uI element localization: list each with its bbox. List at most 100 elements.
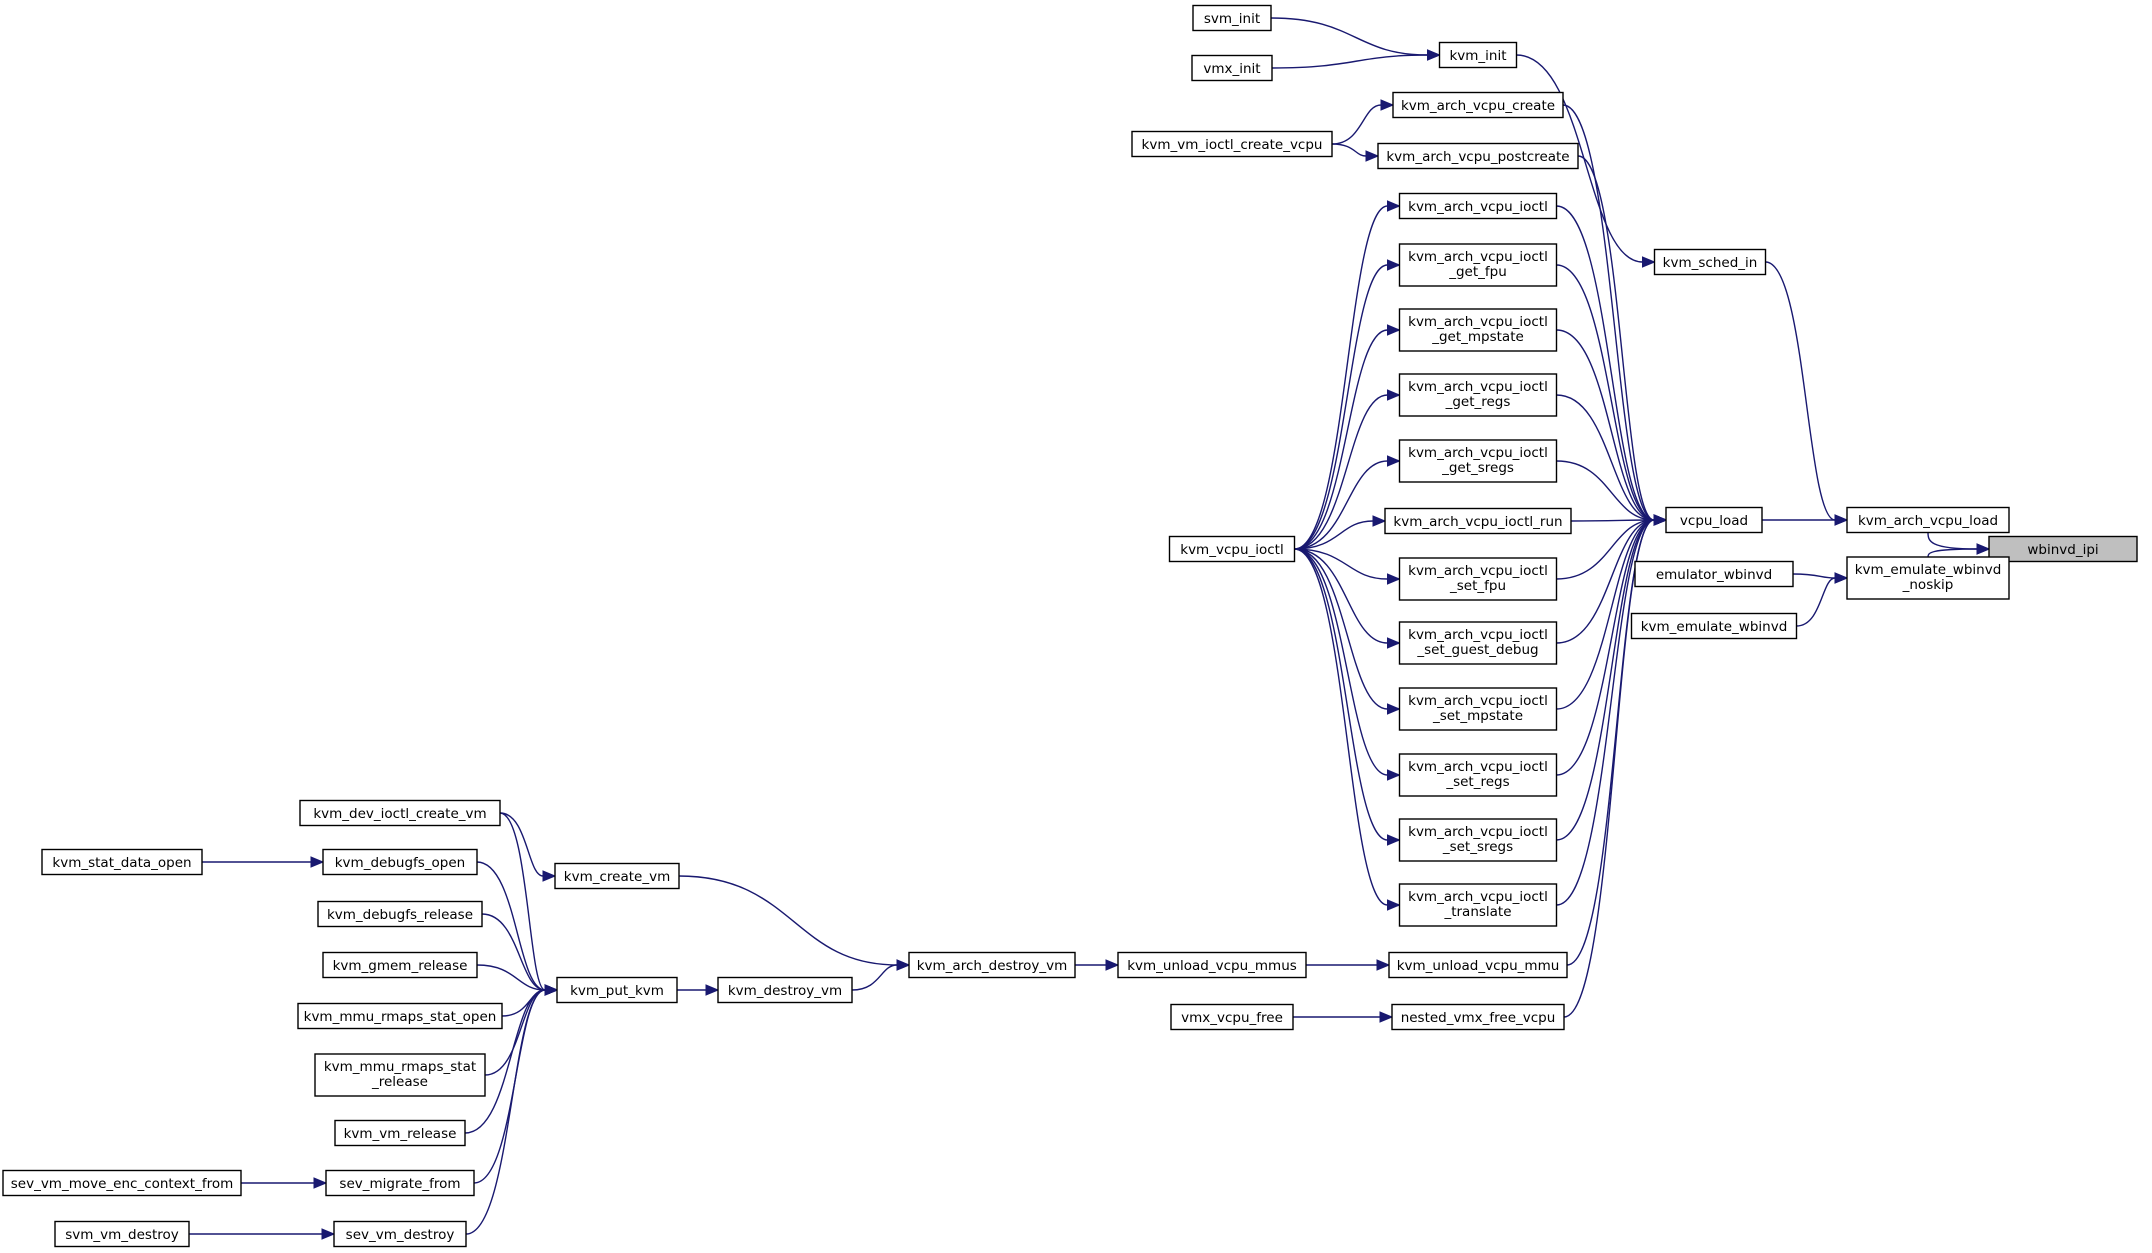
arrowhead-icon <box>1834 572 1849 584</box>
arrowhead-icon <box>1387 834 1401 846</box>
node-svm-init[interactable]: svm_init <box>1192 4 1272 32</box>
node-box <box>1630 612 1798 640</box>
node-label: _set_mpstate <box>1432 708 1523 724</box>
node-kvm-arch-destroy-vm[interactable]: kvm_arch_destroy_vm <box>908 951 1076 979</box>
node-kvm-vm-ioctl-create-vcpu[interactable]: kvm_vm_ioctl_create_vcpu <box>1131 130 1333 158</box>
edge-line <box>678 875 898 966</box>
node-kvm-arch-vcpu-ioctl-set-mpstate[interactable]: kvm_arch_vcpu_ioctl_set_mpstate <box>1398 687 1558 731</box>
edge-line <box>1294 548 1388 776</box>
node-label: kvm_mmu_rmaps_stat_open <box>304 1009 497 1025</box>
node-emulator-wbinvd[interactable]: emulator_wbinvd <box>1634 560 1794 588</box>
node-label: kvm_vm_release <box>344 1126 457 1142</box>
node-label: svm_init <box>1204 11 1260 27</box>
node-vcpu-load[interactable]: vcpu_load <box>1665 506 1763 534</box>
node-kvm-create-vm[interactable]: kvm_create_vm <box>554 862 680 890</box>
node-box <box>54 1220 190 1248</box>
arrowhead-icon <box>321 1228 336 1240</box>
node-sev-vm-move-enc-context-from[interactable]: sev_vm_move_enc_context_from <box>2 1169 242 1197</box>
node-box <box>322 951 478 979</box>
node-kvm-arch-vcpu-ioctl[interactable]: kvm_arch_vcpu_ioctl <box>1398 192 1558 220</box>
node-kvm-debugfs-open[interactable]: kvm_debugfs_open <box>322 848 478 876</box>
node-kvm-init[interactable]: kvm_init <box>1438 41 1518 69</box>
edge-line <box>1556 205 1655 521</box>
node-kvm-put-kvm[interactable]: kvm_put_kvm <box>556 976 678 1004</box>
node-kvm-debugfs-release[interactable]: kvm_debugfs_release <box>317 900 483 928</box>
node-box <box>322 848 478 876</box>
node-label: kvm_arch_vcpu_create <box>1401 98 1555 114</box>
edge-line <box>1294 520 1374 550</box>
edge-line <box>1562 104 1655 521</box>
edge-line <box>1294 548 1388 580</box>
node-label: vcpu_load <box>1680 513 1748 529</box>
node-label: kvm_create_vm <box>564 869 670 885</box>
node-label: kvm_arch_vcpu_ioctl <box>1408 314 1548 330</box>
node-box <box>1398 818 1558 862</box>
node-kvm-unload-vcpu-mmu[interactable]: kvm_unload_vcpu_mmu <box>1388 951 1568 979</box>
node-kvm-arch-vcpu-ioctl-get-sregs[interactable]: kvm_arch_vcpu_ioctl_get_sregs <box>1398 439 1558 483</box>
node-kvm-arch-vcpu-ioctl-get-regs[interactable]: kvm_arch_vcpu_ioctl_get_regs <box>1398 373 1558 417</box>
node-kvm-arch-vcpu-ioctl-translate[interactable]: kvm_arch_vcpu_ioctl_translate <box>1398 883 1558 927</box>
edge-kvm-vcpu-ioctl-to-kvm-arch-vcpu-ioctl <box>1294 200 1401 550</box>
node-kvm-arch-vcpu-ioctl-get-mpstate[interactable]: kvm_arch_vcpu_ioctl_get_mpstate <box>1398 308 1558 352</box>
edge-line <box>1331 104 1382 145</box>
edge-line <box>1294 264 1388 550</box>
edge-kvm-arch-vcpu-ioctl-get-fpu-to-vcpu-load <box>1556 264 1668 526</box>
node-vmx-vcpu-free[interactable]: vmx_vcpu_free <box>1170 1003 1294 1031</box>
node-vmx-init[interactable]: vmx_init <box>1191 54 1273 82</box>
node-kvm-arch-vcpu-create[interactable]: kvm_arch_vcpu_create <box>1392 91 1564 119</box>
edge-line <box>1271 54 1428 69</box>
node-kvm-arch-vcpu-ioctl-set-sregs[interactable]: kvm_arch_vcpu_ioctl_set_sregs <box>1398 818 1558 862</box>
node-kvm-arch-vcpu-ioctl-run[interactable]: kvm_arch_vcpu_ioctl_run <box>1384 507 1572 535</box>
node-label: kvm_destroy_vm <box>728 983 842 999</box>
node-label: vmx_init <box>1203 61 1260 77</box>
arrowhead-icon <box>1387 703 1401 715</box>
node-sev-migrate-from[interactable]: sev_migrate_from <box>325 1169 475 1197</box>
node-box <box>554 862 680 890</box>
node-kvm-arch-vcpu-load[interactable]: kvm_arch_vcpu_load <box>1846 506 2010 534</box>
edge-kvm-arch-vcpu-ioctl-get-sregs-to-vcpu-load <box>1556 460 1668 526</box>
node-kvm-vcpu-ioctl[interactable]: kvm_vcpu_ioctl <box>1168 535 1296 563</box>
node-kvm-vm-release[interactable]: kvm_vm_release <box>334 1119 466 1147</box>
edge-kvm-vcpu-ioctl-to-kvm-arch-vcpu-ioctl-set-guest-debug <box>1294 548 1401 649</box>
node-sev-vm-destroy[interactable]: sev_vm_destroy <box>333 1220 467 1248</box>
node-svm-vm-destroy[interactable]: svm_vm_destroy <box>54 1220 190 1248</box>
node-kvm-arch-vcpu-ioctl-set-fpu[interactable]: kvm_arch_vcpu_ioctl_set_fpu <box>1398 557 1558 601</box>
node-label: kvm_arch_vcpu_ioctl <box>1408 445 1548 461</box>
node-kvm-arch-vcpu-ioctl-set-guest-debug[interactable]: kvm_arch_vcpu_ioctl_set_guest_debug <box>1398 621 1558 665</box>
node-kvm-dev-ioctl-create-vm[interactable]: kvm_dev_ioctl_create_vm <box>299 799 501 827</box>
node-label: kvm_arch_destroy_vm <box>917 958 1068 974</box>
node-kvm-mmu-rmaps-stat-release[interactable]: kvm_mmu_rmaps_stat_release <box>314 1053 486 1097</box>
node-label: kvm_arch_vcpu_ioctl <box>1408 889 1548 905</box>
edge-kvm-unload-vcpu-mmus-to-kvm-unload-vcpu-mmu <box>1306 959 1391 971</box>
edge-line <box>484 989 546 1076</box>
arrowhead-icon <box>313 1177 328 1189</box>
node-box <box>1388 951 1568 979</box>
arrowhead-icon <box>1976 543 1991 555</box>
node-nested-vmx-free-vcpu[interactable]: nested_vmx_free_vcpu <box>1391 1003 1565 1031</box>
arrowhead-icon <box>1387 769 1401 781</box>
node-kvm-mmu-rmaps-stat-open[interactable]: kvm_mmu_rmaps_stat_open <box>297 1002 503 1030</box>
node-box <box>1398 243 1558 287</box>
edge-line <box>476 861 546 991</box>
node-kvm-sched-in[interactable]: kvm_sched_in <box>1653 248 1767 276</box>
node-label: _noskip <box>1902 577 1954 593</box>
node-box <box>1398 557 1558 601</box>
node-box <box>1398 373 1558 417</box>
node-kvm-emulate-wbinvd[interactable]: kvm_emulate_wbinvd <box>1630 612 1798 640</box>
node-kvm-emulate-wbinvd-noskip[interactable]: kvm_emulate_wbinvd_noskip <box>1846 556 2010 600</box>
node-box <box>1191 54 1273 82</box>
node-kvm-stat-data-open[interactable]: kvm_stat_data_open <box>41 848 203 876</box>
node-label: sev_migrate_from <box>339 1176 460 1192</box>
node-box <box>41 848 203 876</box>
node-box <box>297 1002 503 1030</box>
node-kvm-unload-vcpu-mmus[interactable]: kvm_unload_vcpu_mmus <box>1117 951 1307 979</box>
node-kvm-gmem-release[interactable]: kvm_gmem_release <box>322 951 478 979</box>
edge-kvm-vcpu-ioctl-to-kvm-arch-vcpu-ioctl-run <box>1294 515 1387 550</box>
node-kvm-arch-vcpu-postcreate[interactable]: kvm_arch_vcpu_postcreate <box>1377 142 1579 170</box>
arrowhead-icon <box>1387 389 1401 401</box>
node-kvm-destroy-vm[interactable]: kvm_destroy_vm <box>717 976 853 1004</box>
node-wbinvd-ipi[interactable]: wbinvd_ipi <box>1988 535 2138 563</box>
node-label: _get_regs <box>1445 394 1511 410</box>
node-kvm-arch-vcpu-ioctl-get-fpu[interactable]: kvm_arch_vcpu_ioctl_get_fpu <box>1398 243 1558 287</box>
node-kvm-arch-vcpu-ioctl-set-regs[interactable]: kvm_arch_vcpu_ioctl_set_regs <box>1398 753 1558 797</box>
